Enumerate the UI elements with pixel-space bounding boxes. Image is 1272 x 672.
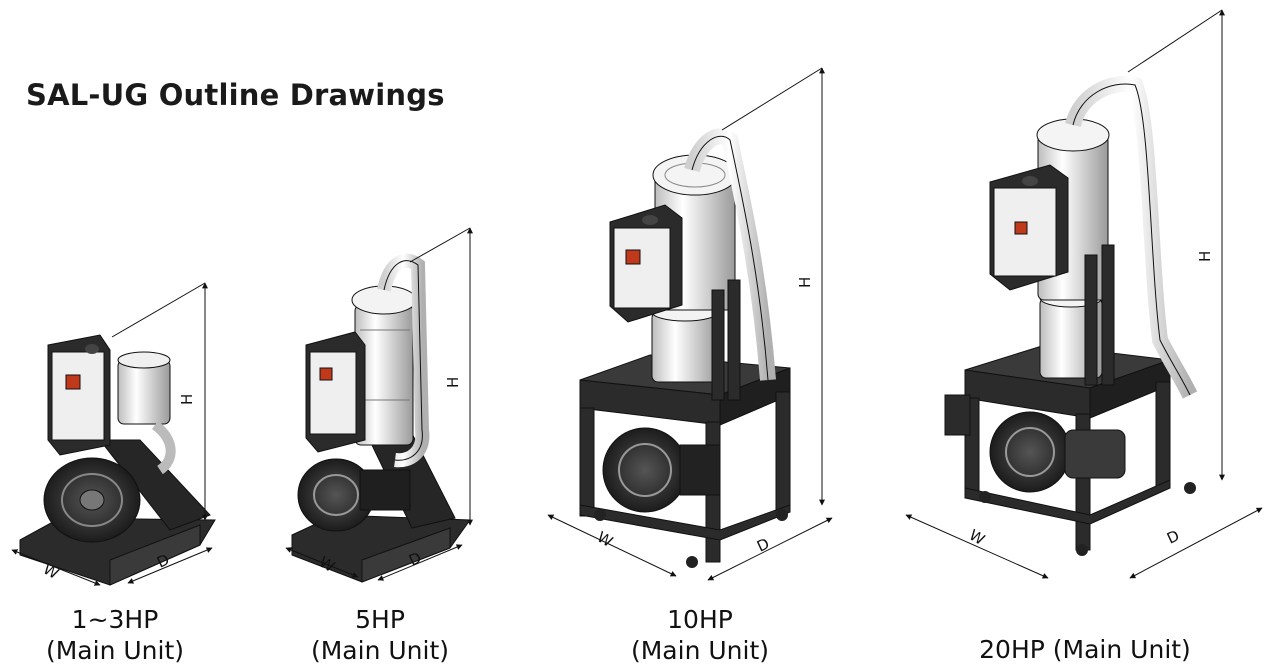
caption-unit-20hp: 20HP (Main Unit) <box>955 634 1215 665</box>
caption-unit-10hp: 10HP (Main Unit) <box>615 604 785 666</box>
depth-label-unit3: D <box>754 534 772 555</box>
unit-5hp-drawing: H W D <box>285 227 473 583</box>
unit-note: (Main Unit) <box>310 636 450 665</box>
height-label-unit4: H <box>1196 251 1214 262</box>
caption-unit-1-3hp: 1~3HP (Main Unit) <box>30 604 200 666</box>
height-label-unit1: H <box>178 394 196 405</box>
unit-20hp-drawing: H W D <box>905 9 1263 579</box>
model-label: 20HP (Main Unit) <box>979 635 1191 664</box>
caption-unit-5hp: 5HP (Main Unit) <box>295 604 465 666</box>
model-label: 1~3HP <box>71 605 159 634</box>
width-label-unit3: W <box>594 528 616 551</box>
width-label-unit4: W <box>966 526 988 549</box>
unit-1-3hp-drawing: H W D <box>11 282 216 586</box>
height-label-unit2: H <box>444 377 462 388</box>
unit-note: (Main Unit) <box>630 636 770 665</box>
model-label: 5HP <box>355 605 405 634</box>
page-title: SAL-UG Outline Drawings <box>26 78 445 112</box>
depth-label-unit4: D <box>1164 526 1182 547</box>
unit-10hp-drawing: H W D <box>547 67 833 581</box>
unit-note: (Main Unit) <box>45 636 185 665</box>
model-label: 10HP <box>667 605 733 634</box>
height-label-unit3: H <box>796 277 814 288</box>
